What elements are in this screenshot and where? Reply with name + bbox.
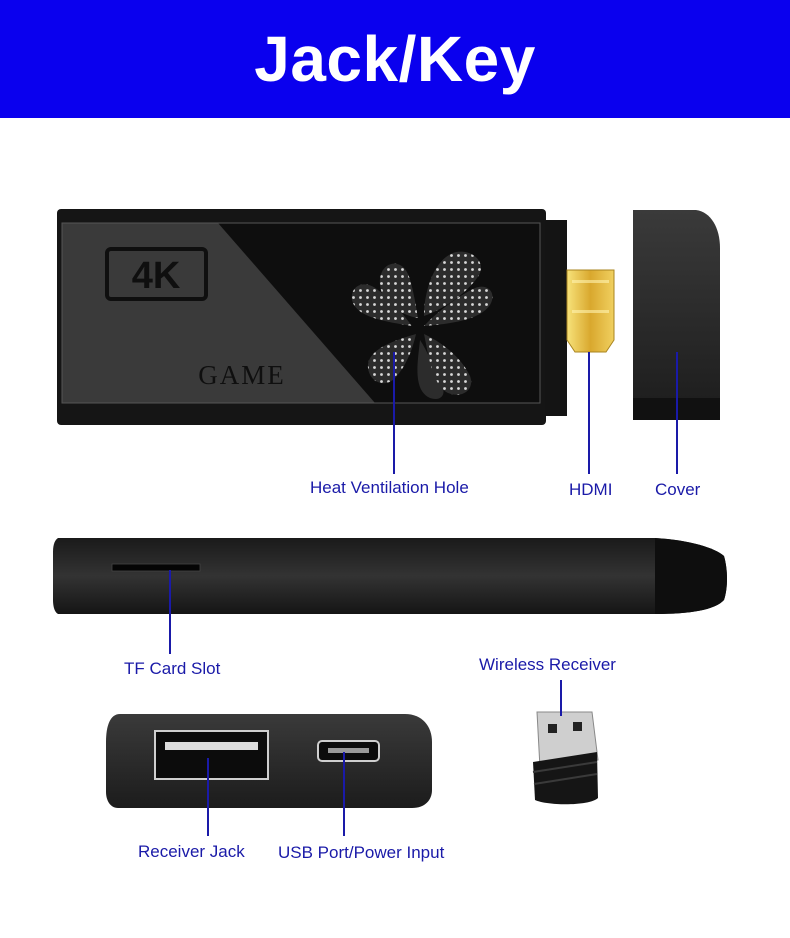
wireless-receiver-dongle <box>532 711 599 805</box>
leader-lines <box>169 352 678 836</box>
badge-text: 4K <box>132 255 181 297</box>
ventilation-clover-icon <box>351 251 493 399</box>
title-banner: Jack/Key <box>0 0 790 118</box>
label-heat-ventilation-hole: Heat Ventilation Hole <box>310 478 469 497</box>
brand-text: GAME <box>198 360 286 390</box>
label-cover: Cover <box>655 480 701 499</box>
4k-badge: 4K <box>105 247 208 301</box>
game-stick-end-view <box>106 714 432 808</box>
hdmi-connector <box>545 220 615 416</box>
label-tf-card-slot: TF Card Slot <box>124 659 221 678</box>
label-wireless-receiver: Wireless Receiver <box>479 655 616 674</box>
label-usb-port-power-input: USB Port/Power Input <box>278 843 445 862</box>
game-stick-side-view <box>53 538 727 614</box>
page-title: Jack/Key <box>254 23 536 95</box>
label-receiver-jack: Receiver Jack <box>138 842 245 861</box>
label-hdmi: HDMI <box>569 480 613 499</box>
